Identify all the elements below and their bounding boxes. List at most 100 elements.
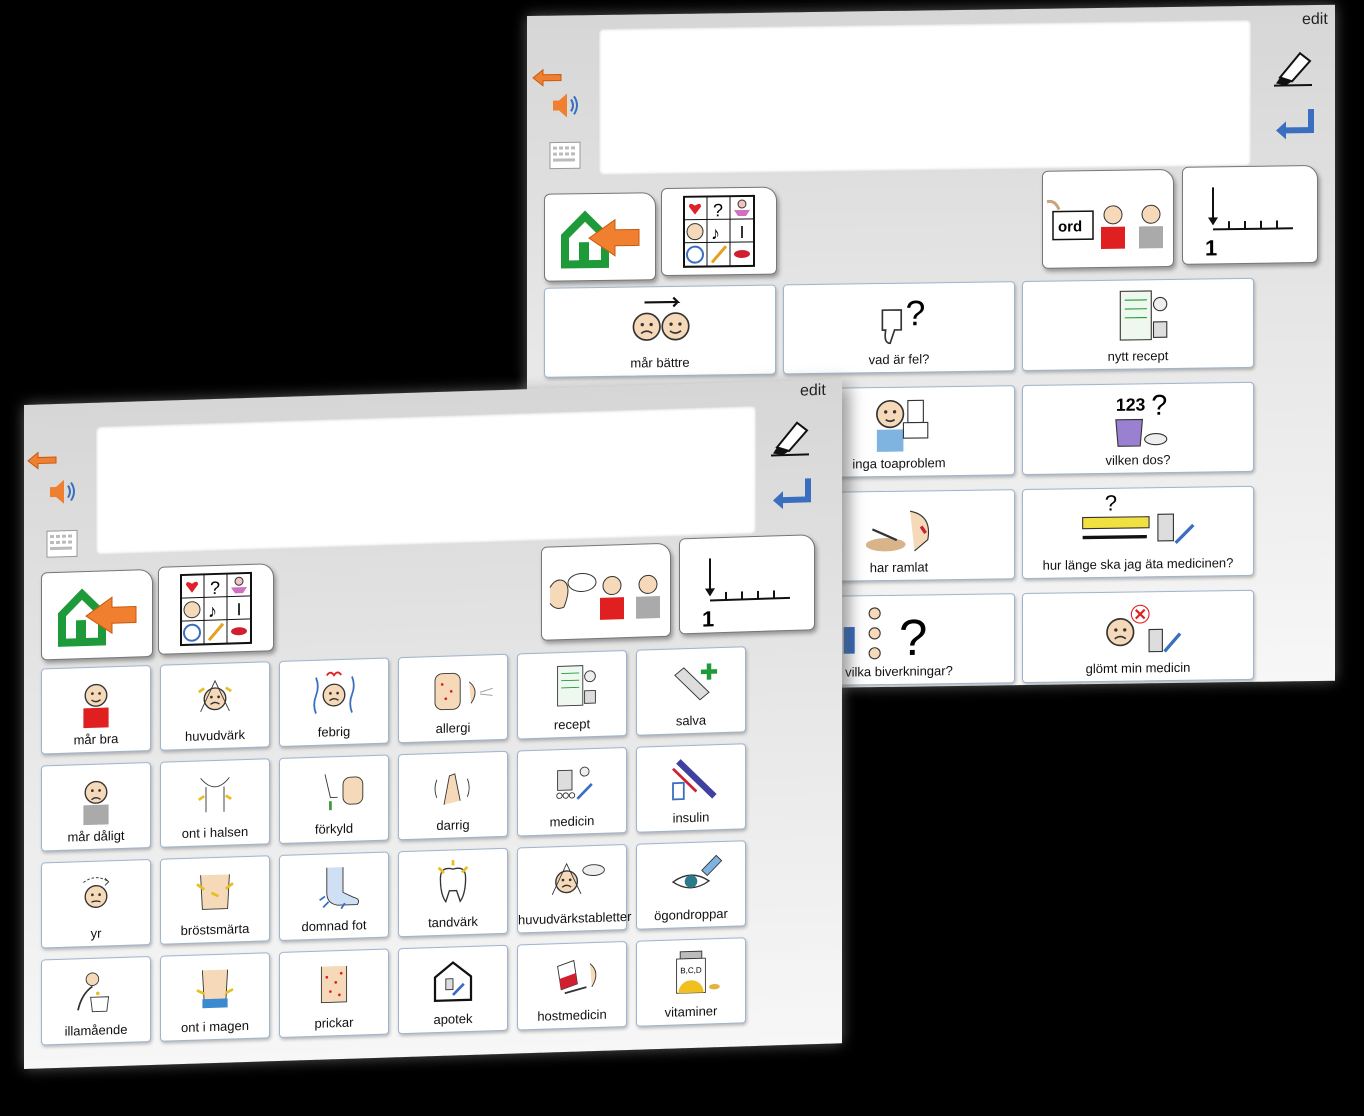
front-grid-cell[interactable]: huvudvärkstabletter xyxy=(517,844,631,934)
front-grid-cell[interactable]: ont i magen xyxy=(160,952,270,1042)
pharmacy-icon xyxy=(399,950,507,1011)
cell-label: yr xyxy=(90,925,102,941)
forgot-medicine-icon xyxy=(1023,595,1253,660)
vitamins-icon: B,C,D xyxy=(637,942,745,1003)
message-display[interactable] xyxy=(599,19,1251,175)
nausea-icon xyxy=(42,961,150,1022)
back-arrow-icon[interactable] xyxy=(529,59,565,96)
words-button[interactable]: ord xyxy=(1042,168,1174,269)
back-grid-cell[interactable]: ?vad är fel? xyxy=(783,281,1015,375)
cell-label: darrig xyxy=(436,816,470,834)
front-grid-cell[interactable]: ont i halsen xyxy=(160,758,270,848)
cell-label: vad är fel? xyxy=(868,351,930,368)
front-grid-cell[interactable]: insulin xyxy=(636,743,746,833)
back-grid-cell[interactable]: glömt min medicin xyxy=(1022,589,1254,684)
enter-icon[interactable] xyxy=(769,472,813,513)
svg-text:?: ? xyxy=(210,578,220,598)
insulin-icon xyxy=(637,748,745,809)
back-grid-cell[interactable]: ?vilka biverkningar? xyxy=(783,593,1015,687)
cell-label: ögondroppar xyxy=(654,905,728,924)
home-button[interactable] xyxy=(41,568,153,661)
feel-bad-icon xyxy=(42,767,150,828)
front-grid-cell[interactable]: ögondroppar xyxy=(636,840,746,930)
number-digit: 1 xyxy=(702,606,714,631)
speech-button[interactable] xyxy=(541,542,671,641)
front-grid-cell[interactable]: prickar xyxy=(279,948,389,1038)
eraser-icon[interactable] xyxy=(1272,45,1316,90)
front-grid-cell[interactable]: allergi xyxy=(398,653,508,744)
cell-label: glömt min medicin xyxy=(1085,659,1191,677)
number-digit: 1 xyxy=(1205,235,1217,260)
back-grid-cell[interactable]: mår bättre xyxy=(544,284,776,378)
cell-label: hostmedicin xyxy=(537,1006,607,1024)
ointment-icon xyxy=(637,651,745,712)
back-grid-cell[interactable]: nytt recept xyxy=(1022,277,1254,372)
front-grid-cell[interactable]: bröstsmärta xyxy=(160,855,270,945)
message-display[interactable] xyxy=(96,405,756,555)
enter-icon[interactable] xyxy=(1272,103,1316,144)
categories-button[interactable]: ?♪ xyxy=(661,186,777,277)
front-grid-cell[interactable]: förkyld xyxy=(279,754,389,844)
numbers-button[interactable]: 1 xyxy=(1182,164,1318,265)
categories-button[interactable]: ?♪ xyxy=(158,563,274,655)
svg-text:B,C,D: B,C,D xyxy=(680,966,702,976)
back-grid-cell[interactable]: har ramlat xyxy=(783,489,1015,583)
headache-pills-icon xyxy=(518,849,626,910)
cell-label: allergi xyxy=(435,719,471,737)
cold-icon xyxy=(280,760,388,821)
front-grid-cell[interactable]: febrig xyxy=(279,657,389,747)
cell-label: ont i halsen xyxy=(181,823,249,842)
front-grid-cell[interactable]: tandvärk xyxy=(398,847,508,938)
front-grid-cell[interactable]: salva xyxy=(636,646,746,736)
cell-label: febrig xyxy=(317,723,351,740)
cell-label: mår dåligt xyxy=(67,827,125,845)
medicine-icon xyxy=(518,752,626,813)
front-grid-cell[interactable]: medicin xyxy=(517,747,627,837)
cell-label: huvudvärk xyxy=(185,727,245,744)
cell-label: domnad fot xyxy=(301,917,367,935)
prescription-icon xyxy=(518,655,626,716)
dizzy-icon xyxy=(42,864,150,925)
cell-label: medicin xyxy=(549,813,595,830)
front-grid-cell[interactable]: recept xyxy=(517,650,627,740)
cell-label: förkyld xyxy=(314,820,354,837)
back-grid-cell[interactable]: ?hur länge ska jag äta medicinen? xyxy=(1022,485,1254,580)
front-grid-cell[interactable]: domnad fot xyxy=(279,851,389,941)
speaker-icon[interactable] xyxy=(547,87,583,124)
edit-link[interactable]: edit xyxy=(1302,10,1328,29)
home-button[interactable] xyxy=(544,192,656,282)
side-effects-icon: ? xyxy=(784,598,1014,666)
front-grid-cell[interactable]: huvudvärk xyxy=(160,661,270,751)
back-grid-cell[interactable]: inga toaproblem xyxy=(783,385,1015,479)
front-grid-cell[interactable]: illamående xyxy=(41,956,151,1046)
cell-label: insulin xyxy=(672,809,710,826)
new-prescription-icon xyxy=(1023,283,1253,348)
front-grid-cell[interactable]: yr xyxy=(41,859,151,949)
spots-icon xyxy=(280,954,388,1015)
keyboard-icon[interactable] xyxy=(547,137,583,174)
eraser-icon[interactable] xyxy=(769,414,813,459)
keyboard-icon[interactable] xyxy=(44,525,80,562)
eye-drops-icon xyxy=(637,845,745,906)
numbers-button[interactable]: 1 xyxy=(679,534,815,635)
front-grid-cell[interactable]: mår bra xyxy=(41,665,151,755)
cell-label: ont i magen xyxy=(181,1017,249,1036)
svg-text:♪: ♪ xyxy=(208,601,217,621)
edit-link[interactable]: edit xyxy=(800,381,826,400)
front-grid-cell[interactable]: mår dåligt xyxy=(41,762,151,852)
back-arrow-icon[interactable] xyxy=(24,442,60,479)
numb-foot-icon xyxy=(280,857,388,918)
speaker-icon[interactable] xyxy=(44,473,80,510)
front-grid-cell[interactable]: hostmedicin xyxy=(517,941,627,1031)
cell-label: prickar xyxy=(314,1014,354,1031)
chest-pain-icon xyxy=(161,860,269,921)
cough-medicine-icon xyxy=(518,946,626,1007)
fallen-knee-icon xyxy=(784,494,1014,559)
front-grid-cell[interactable]: darrig xyxy=(398,750,508,841)
back-grid-cell[interactable]: 123?vilken dos? xyxy=(1022,381,1254,476)
cell-label: salva xyxy=(675,712,707,729)
front-grid-cell[interactable]: apotek xyxy=(398,944,508,1035)
